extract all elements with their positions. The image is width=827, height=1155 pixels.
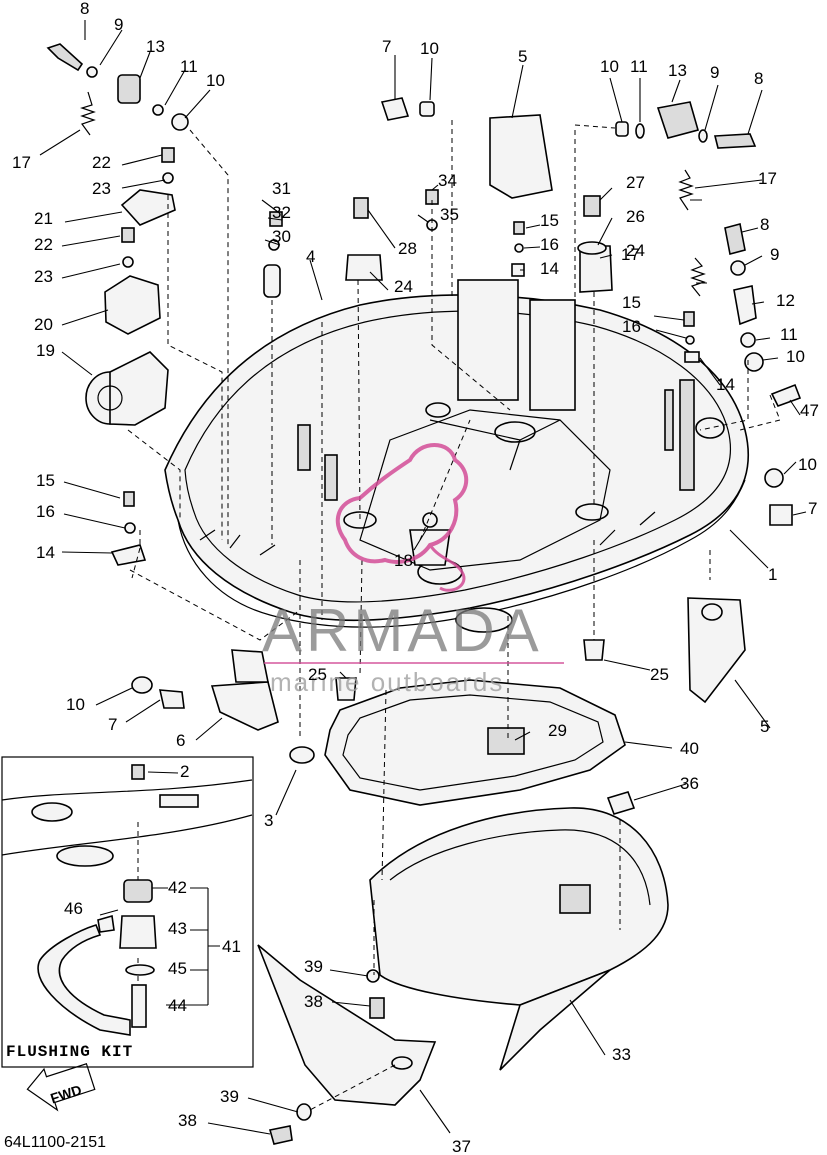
callout-15: 15: [622, 293, 641, 312]
callout-13: 13: [668, 61, 687, 80]
callout-20: 20: [34, 315, 53, 334]
callout-8: 8: [754, 69, 764, 88]
callout-33: 33: [612, 1045, 631, 1064]
watermark-subtitle: marine outboards: [270, 667, 505, 697]
callout-7: 7: [108, 715, 118, 734]
callout-9: 9: [770, 245, 780, 264]
bottom-cowling: [164, 279, 750, 633]
callout-14: 14: [36, 543, 55, 562]
callout-1: 1: [768, 565, 778, 584]
callout-16: 16: [36, 502, 55, 521]
panel-37: [257, 944, 437, 1106]
cover-33: [369, 807, 669, 1071]
callout-2: 2: [180, 762, 190, 781]
callout-10: 10: [206, 71, 225, 90]
watermark-title: ARMADA: [262, 597, 543, 664]
callout-16: 16: [540, 235, 559, 254]
callout-8: 8: [760, 215, 770, 234]
callout-7: 7: [808, 499, 818, 518]
callout-38: 38: [178, 1111, 197, 1130]
callout-43: 43: [168, 919, 187, 938]
seal-40: [324, 679, 626, 806]
callout-41: 41: [222, 937, 241, 956]
callout-17: 17: [758, 169, 777, 188]
callout-18: 18: [394, 551, 413, 570]
flushing-kit-inset: [1, 756, 254, 1112]
callout-5: 5: [518, 47, 528, 66]
callout-16: 16: [622, 317, 641, 336]
callout-46: 46: [64, 899, 83, 918]
callout-27: 27: [626, 173, 645, 192]
callout-14: 14: [716, 375, 735, 394]
callout-22: 22: [92, 153, 111, 172]
callout-19: 19: [36, 341, 55, 360]
callout-14: 14: [540, 259, 559, 278]
callout-15: 15: [36, 471, 55, 490]
callout-44: 44: [168, 996, 187, 1015]
callout-23: 23: [34, 267, 53, 286]
callout-29: 29: [548, 721, 567, 740]
callout-12: 12: [776, 291, 795, 310]
callout-11: 11: [780, 325, 798, 344]
callout-6: 6: [176, 731, 186, 750]
drawing-code: 64L1100-2151: [4, 1134, 107, 1151]
callout-9: 9: [710, 63, 720, 82]
watermark-logo-icon: [335, 443, 469, 564]
callout-28: 28: [398, 239, 417, 258]
callout-39: 39: [304, 957, 323, 976]
callout-24: 24: [626, 241, 645, 260]
watermark: [335, 443, 469, 592]
watermark-underline: [264, 662, 564, 664]
callout-10: 10: [66, 695, 85, 714]
callout-35: 35: [440, 205, 459, 224]
callout-17: 17: [12, 153, 31, 172]
assembly-lines: [127, 120, 781, 1111]
callout-31: 31: [272, 179, 291, 198]
callout-37: 37: [452, 1137, 471, 1155]
callout-25: 25: [308, 665, 327, 684]
callout-39: 39: [220, 1087, 239, 1106]
callout-10: 10: [786, 347, 805, 366]
callout-11: 11: [180, 57, 198, 76]
callout-10: 10: [420, 39, 439, 58]
callout-5: 5: [760, 717, 770, 736]
callout-36: 36: [680, 774, 699, 793]
inset-title: FLUSHING KIT: [6, 1043, 134, 1061]
callout-9: 9: [114, 15, 124, 34]
callout-13: 13: [146, 37, 165, 56]
callout-24: 24: [394, 277, 413, 296]
callout-30: 30: [272, 227, 291, 246]
callout-23: 23: [92, 179, 111, 198]
callout-34: 34: [438, 171, 457, 190]
callout-45: 45: [168, 959, 187, 978]
callout-4: 4: [306, 247, 316, 266]
callout-15: 15: [540, 211, 559, 230]
callout-32: 32: [272, 203, 291, 222]
callout-26: 26: [626, 207, 645, 226]
callout-40: 40: [680, 739, 699, 758]
callout-21: 21: [34, 209, 53, 228]
hardware: [46, 43, 802, 1145]
callout-38: 38: [304, 992, 323, 1011]
callout-7: 7: [382, 37, 392, 56]
callout-3: 3: [264, 811, 274, 830]
callout-25: 25: [650, 665, 669, 684]
callout-8: 8: [80, 0, 90, 18]
callout-22: 22: [34, 235, 53, 254]
callout-11: 11: [630, 57, 648, 76]
callout-47: 47: [800, 401, 819, 420]
callout-42: 42: [168, 878, 187, 897]
callout-10: 10: [600, 57, 619, 76]
callout-17: 17: [621, 245, 640, 264]
callout-10: 10: [798, 455, 817, 474]
